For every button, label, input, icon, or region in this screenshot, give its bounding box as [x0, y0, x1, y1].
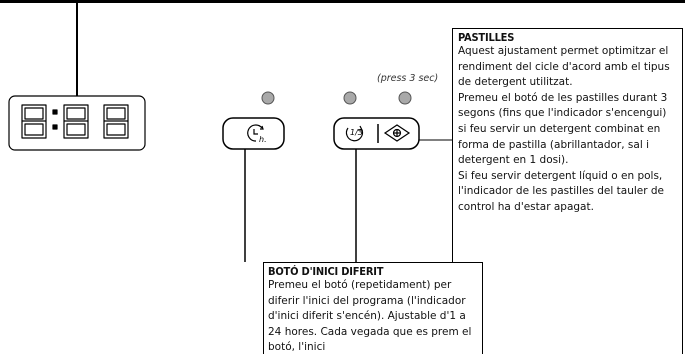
tablet-button[interactable]: 1/3: [333, 117, 420, 150]
half-load-indicator-led: [343, 91, 357, 105]
clock-h-icon: h.: [247, 124, 267, 144]
delay-start-button[interactable]: h.: [222, 117, 285, 150]
svg-text:h.: h.: [259, 135, 267, 144]
delay-indicator-led: [261, 91, 275, 105]
display-digits: [21, 104, 129, 139]
press-three-seconds-note: (press 3 sec): [377, 73, 439, 84]
pastilles-text: Aquest ajustament permet optimitzar el r…: [458, 45, 670, 213]
delay-start-callout: BOTÓ D'INICI DIFERIT Premeu el botó (rep…: [263, 262, 483, 354]
delay-start-text: Premeu el botó (repetidament) per diferi…: [268, 279, 472, 354]
tablet-indicator-led: [398, 91, 412, 105]
delay-start-title: BOTÓ D'INICI DIFERIT: [268, 265, 384, 278]
half-load-icon: 1/3: [345, 125, 364, 142]
tablet-icon: [383, 124, 411, 142]
digital-display: [8, 95, 146, 151]
display-frame: [8, 95, 146, 151]
pastilles-title: PASTILLES: [458, 31, 515, 44]
svg-text:1/3: 1/3: [350, 128, 363, 137]
pastilles-callout: PASTILLES Aquest ajustament permet optim…: [452, 28, 683, 354]
